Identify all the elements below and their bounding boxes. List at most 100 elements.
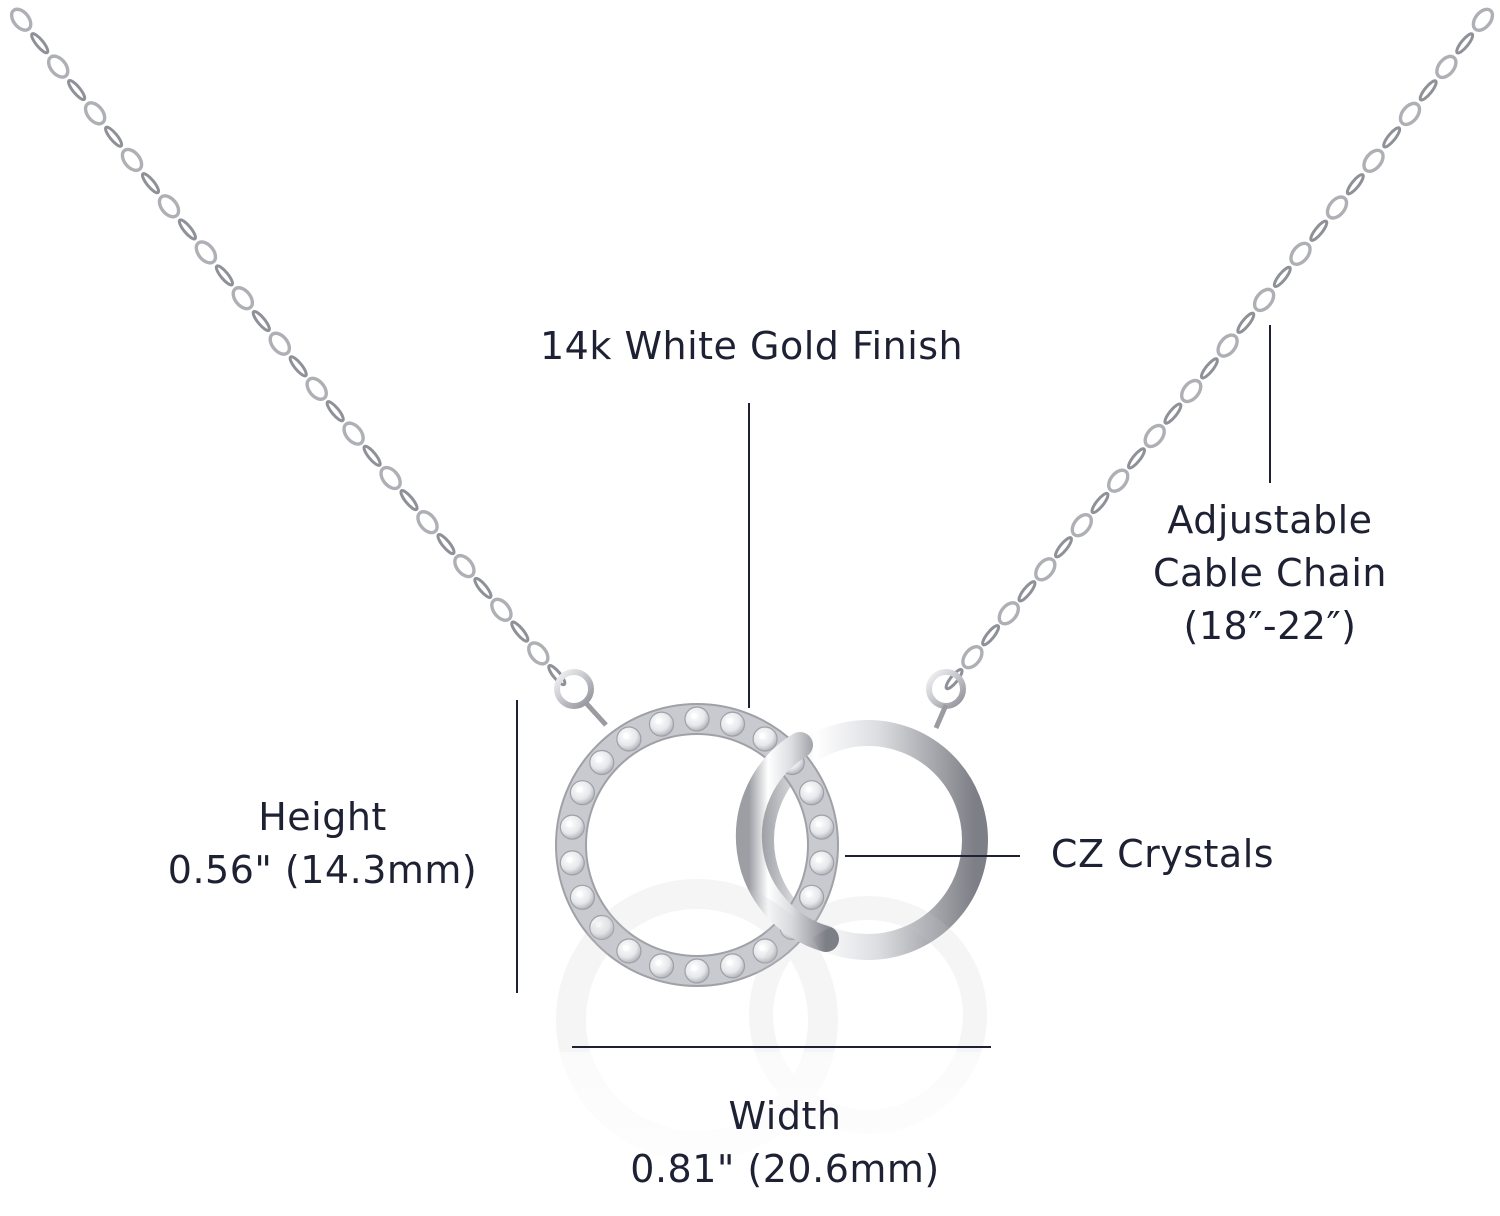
chain-right-link (1455, 32, 1475, 55)
chain-left-link (30, 32, 50, 55)
chain-right-link (1143, 423, 1166, 449)
chain-left-link (399, 489, 419, 512)
chain-left-link (527, 641, 550, 666)
chain-left-link (342, 421, 365, 446)
chain-right-link (1471, 7, 1495, 32)
chain-right-link (1345, 173, 1365, 196)
cz-crystal (589, 914, 615, 941)
finish-label: 14k White Gold Finish (540, 320, 964, 373)
chain-right-link (1236, 311, 1256, 334)
cz-crystal (559, 814, 585, 840)
cz-crystal (752, 938, 778, 964)
chain-left-link (416, 510, 439, 535)
chain-right-link (944, 667, 964, 691)
chain-right-link (1070, 513, 1094, 538)
chain-left-link (231, 286, 255, 311)
chain-right-link (1179, 378, 1203, 404)
height-text-line1: Height (258, 795, 387, 839)
chain-right-link (1289, 241, 1312, 266)
chain-left-link (362, 444, 382, 467)
width-text-line2: 0.81" (20.6mm) (630, 1147, 940, 1191)
cz-crystal (569, 780, 596, 806)
chain-left-link (104, 125, 124, 148)
chain-right-link (1418, 79, 1438, 102)
width-text-line1: Width (728, 1094, 842, 1138)
chain-label: Adjustable Cable Chain (18″-22″) (1130, 494, 1410, 653)
cz-crystal (589, 749, 615, 776)
cz-crystal (809, 850, 835, 876)
bail-right (933, 704, 949, 729)
chain-text-line2: Cable Chain (1152, 551, 1387, 595)
chain-right-link (1382, 126, 1402, 149)
height-text-line2: 0.56" (14.3mm) (167, 848, 478, 892)
width-label: Width 0.81" (20.6mm) (620, 1090, 950, 1196)
chain-left-link (83, 101, 107, 126)
chain-left-link (510, 620, 530, 643)
crystals-label: CZ Crystals (1040, 828, 1285, 881)
chain-right-link (997, 601, 1021, 626)
chain-right-link (1216, 333, 1239, 358)
bail-left (584, 701, 608, 727)
cz-crystal (569, 884, 596, 910)
chain-left-link (473, 576, 493, 599)
chain-right-link (1034, 557, 1057, 582)
chain-left (9, 7, 567, 687)
chain-left-link (379, 465, 402, 491)
cz-crystal (752, 726, 778, 752)
chain-left-link (325, 400, 345, 423)
cz-crystal (719, 711, 746, 737)
chain-left-link (67, 78, 87, 102)
cz-crystal (684, 706, 710, 732)
chain-right-link (1325, 195, 1349, 220)
crystals-leader-line (845, 855, 1020, 857)
chain-right-link (1272, 265, 1292, 289)
chain-left-link (140, 172, 161, 195)
chain-text-line1: Adjustable (1167, 498, 1373, 542)
chain-right-link (1309, 219, 1329, 242)
chain-left-link (214, 264, 234, 287)
chain-right-link (1017, 580, 1037, 603)
chain-left-link (9, 7, 33, 32)
finish-text: 14k White Gold Finish (540, 324, 964, 368)
cz-crystal (648, 953, 675, 979)
crystals-text: CZ Crystals (1050, 832, 1275, 876)
chain-left-link (194, 240, 218, 265)
chain-right-link (1435, 54, 1458, 80)
cz-crystal (798, 884, 825, 910)
chain-right-link (1127, 447, 1146, 470)
finish-leader-line (748, 403, 750, 708)
chain-left-link (547, 664, 567, 687)
chain-right-link (1362, 148, 1385, 173)
height-label: Height 0.56" (14.3mm) (150, 791, 495, 897)
chain-left-link (490, 597, 513, 622)
chain-right-link (1252, 287, 1276, 313)
chain-leader-line (1269, 325, 1271, 483)
cz-crystal (616, 726, 642, 752)
polished-ring-front (735, 732, 839, 952)
chain-right-link (1398, 101, 1422, 127)
chain-right-link (1054, 536, 1073, 559)
cz-crystal (616, 938, 642, 964)
cz-crystal (684, 958, 710, 984)
chain-left-link (177, 218, 197, 241)
chain-left-link (453, 553, 476, 579)
chain-left-link (436, 533, 456, 556)
chain-right-link (961, 645, 984, 670)
chain-right-link (1163, 402, 1183, 425)
interlocking-circles-pendant (554, 669, 988, 987)
cz-crystal (719, 953, 746, 979)
cz-crystal (798, 780, 825, 806)
chain-right-link (1090, 491, 1110, 515)
chain-right-link (1199, 357, 1219, 380)
chain-right-link (1106, 468, 1130, 493)
chain-left-link (251, 309, 271, 333)
chain-left-link (305, 376, 328, 401)
chain-left-link (120, 147, 144, 173)
pendant-reflection (540, 879, 1020, 1216)
chain-right (944, 7, 1495, 691)
chain-left-link (157, 194, 181, 219)
height-dimension-line (516, 700, 518, 993)
chain-left-link (46, 54, 70, 79)
